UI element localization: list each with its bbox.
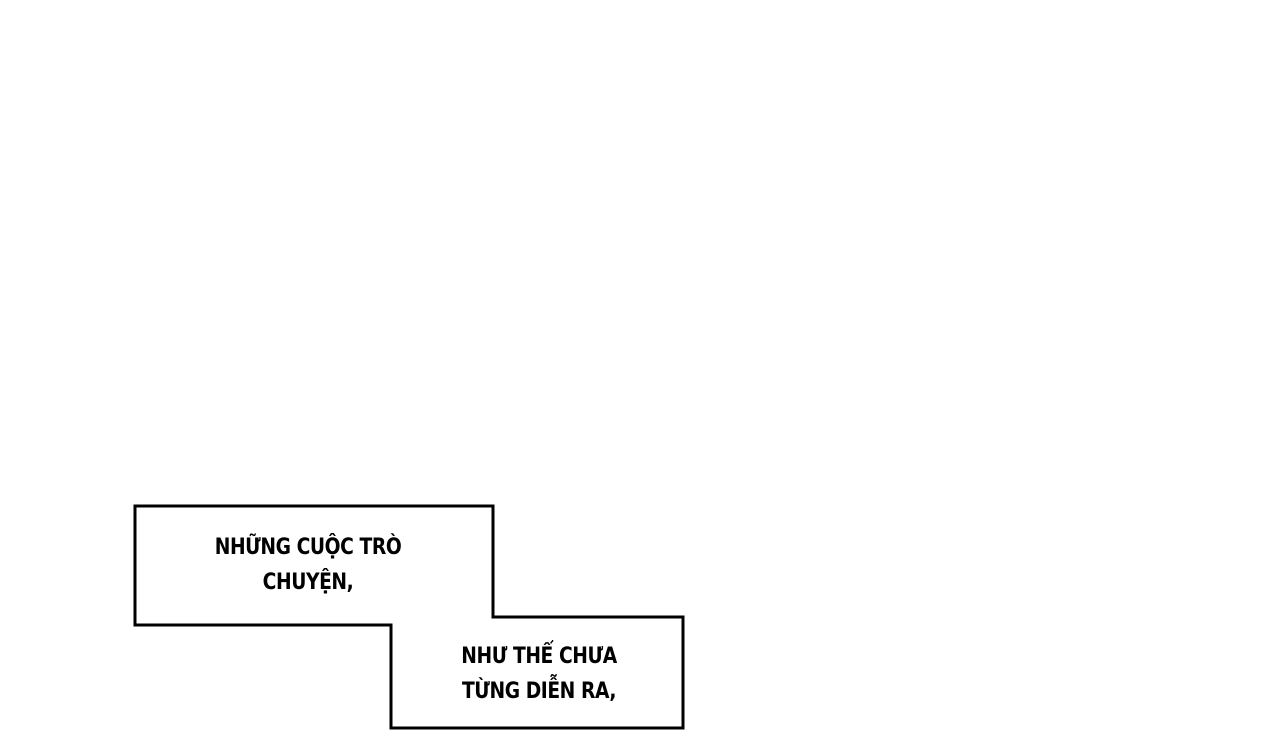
- caption-2-line-2: TỪNG DIỄN RA,: [461, 679, 617, 704]
- caption-1: NHỮNG CUỘC TRÒ CHUYỆN,: [181, 530, 436, 600]
- caption-1-line-1: NHỮNG CUỘC TRÒ: [214, 535, 402, 560]
- caption-1-line-2: CHUYỆN,: [262, 570, 354, 595]
- caption-box-shape: [133, 504, 685, 730]
- caption-2-line-1: NHƯ THỂ CHƯA: [461, 644, 617, 669]
- caption-2: NHƯ THỂ CHƯA TỪNG DIỄN RA,: [412, 639, 667, 709]
